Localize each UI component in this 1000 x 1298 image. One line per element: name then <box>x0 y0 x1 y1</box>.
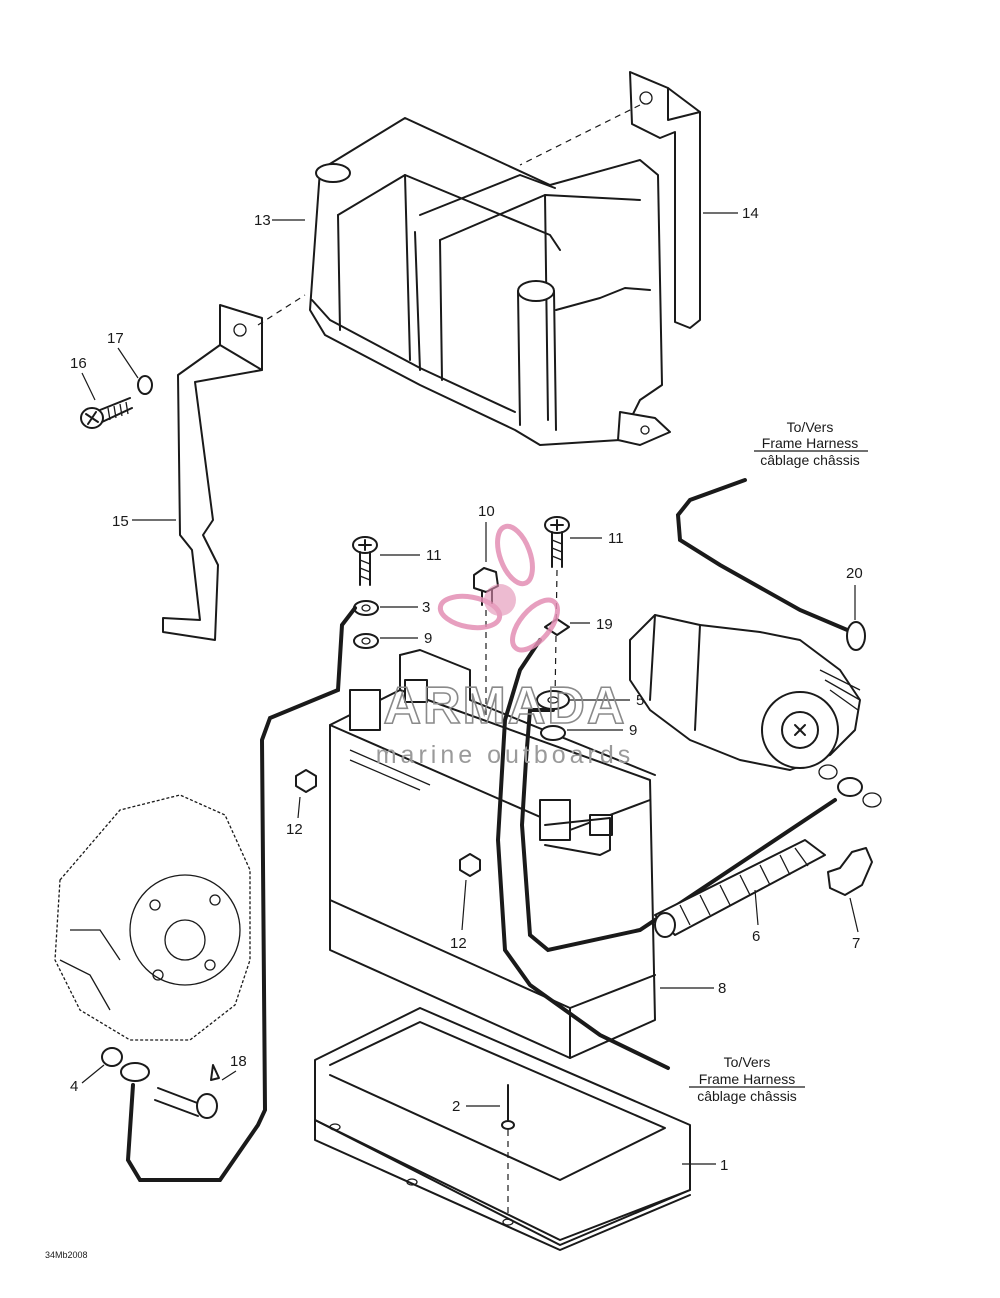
terminal-boot-7 <box>827 847 873 896</box>
callout-12-left: 12 <box>286 821 303 838</box>
callout-11-right: 11 <box>608 530 624 547</box>
upper-bracket <box>629 71 701 329</box>
washer-4 <box>101 1047 123 1067</box>
watermark-logo <box>437 523 560 653</box>
callout-10: 10 <box>478 503 495 520</box>
watermark-tagline: marine outboards <box>376 741 635 769</box>
screw-11-left <box>352 536 378 586</box>
watermark-brand: ARMADA <box>383 677 626 735</box>
callout-5: 5 <box>636 692 644 709</box>
callout-11-left: 11 <box>426 547 442 564</box>
svg-text:To/Vers: To/Vers <box>787 419 834 435</box>
harness-note-bottom: To/Vers Frame Harness câblage châssis <box>689 1054 805 1104</box>
svg-text:câblage châssis: câblage châssis <box>760 452 860 468</box>
battery-tray <box>314 1007 691 1251</box>
battery-cover <box>309 117 671 446</box>
callout-7: 7 <box>852 935 860 952</box>
harness-wire-bottom <box>495 638 670 1070</box>
callout-12-center: 12 <box>450 935 467 952</box>
callout-14: 14 <box>742 205 759 222</box>
positive-cable <box>519 708 837 953</box>
callout-18: 19 <box>596 616 613 633</box>
nut-12-center <box>459 853 481 877</box>
callout-2: 2 <box>452 1098 460 1115</box>
harness-wire-19 <box>675 478 854 634</box>
sleeve-6 <box>654 839 826 938</box>
rivet-2 <box>501 1084 515 1130</box>
harness-note-top: To/Vers Frame Harness câblage châssis <box>754 419 868 468</box>
svg-text:To/Vers: To/Vers <box>724 1054 771 1070</box>
callout-9-left: 9 <box>424 630 432 647</box>
flywheel-housing <box>54 794 251 1041</box>
callout-3: 3 <box>422 599 430 616</box>
battery <box>329 649 656 1059</box>
screw-20 <box>154 1064 220 1119</box>
drawing-code: 34Mb2008 <box>45 1250 88 1260</box>
screw-11-right <box>544 516 570 568</box>
callout-1: 1 <box>720 1157 728 1174</box>
nut-12-left <box>295 769 317 793</box>
callout-4: 4 <box>70 1078 78 1095</box>
washer-17 <box>137 375 153 395</box>
starter-motor <box>629 614 882 808</box>
callout-15: 15 <box>112 513 129 530</box>
washer-9-right <box>540 725 566 741</box>
svg-text:Frame Harness: Frame Harness <box>699 1071 795 1087</box>
svg-text:câblage châssis: câblage châssis <box>697 1088 797 1104</box>
negative-cable <box>125 606 357 1182</box>
lower-bracket <box>162 304 263 641</box>
callout-9-right: 9 <box>629 722 637 739</box>
callout-20: 18 <box>230 1053 247 1070</box>
callout-17: 17 <box>107 330 124 347</box>
terminal-3 <box>353 600 379 616</box>
callout-8: 8 <box>718 980 726 997</box>
callout-13: 13 <box>254 212 271 229</box>
washer-9-left <box>353 633 379 649</box>
callout-6: 6 <box>752 928 760 945</box>
screw-16 <box>80 397 133 429</box>
callout-16: 16 <box>70 355 87 372</box>
callout-19: 20 <box>846 565 863 582</box>
svg-text:Frame Harness: Frame Harness <box>762 435 858 451</box>
